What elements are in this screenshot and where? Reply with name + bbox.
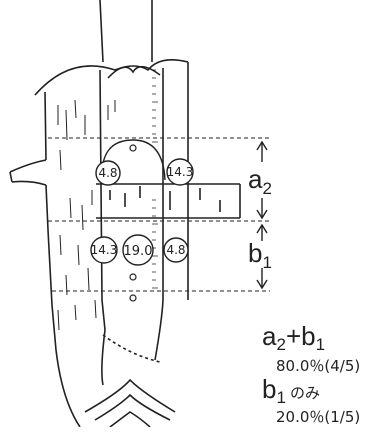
svg-text:4.8: 4.8 [166, 243, 185, 257]
legend-line1-label: a2+b1 [262, 321, 325, 354]
svg-text:19.0: 19.0 [124, 244, 153, 259]
legend-line1-value: 80.0％(4/5) [276, 357, 360, 375]
measure-lines [48, 138, 270, 291]
scale-ticks [152, 70, 158, 288]
svg-text:14.3: 14.3 [167, 165, 194, 179]
marker-upper-left: 4.8 [96, 161, 120, 185]
main-trunk [35, 0, 188, 427]
svg-text:4.8: 4.8 [98, 166, 117, 180]
upper-branch [10, 160, 46, 185]
dimension-a2-label: a2 [248, 164, 272, 198]
marker-lower-left: 14.3 [91, 237, 118, 263]
crossing-branch [96, 184, 240, 218]
scale-dots [130, 145, 136, 301]
marker-lower-center: 19.0 [123, 235, 153, 265]
marker-lower-right: 4.8 [164, 238, 188, 262]
bark-texture [58, 100, 115, 330]
marker-upper-right: 14.3 [167, 159, 194, 185]
dimension-b1-label: b1 [248, 238, 272, 272]
svg-text:14.3: 14.3 [91, 243, 118, 257]
legend-line2-value: 20.0％(1/5) [276, 408, 360, 426]
